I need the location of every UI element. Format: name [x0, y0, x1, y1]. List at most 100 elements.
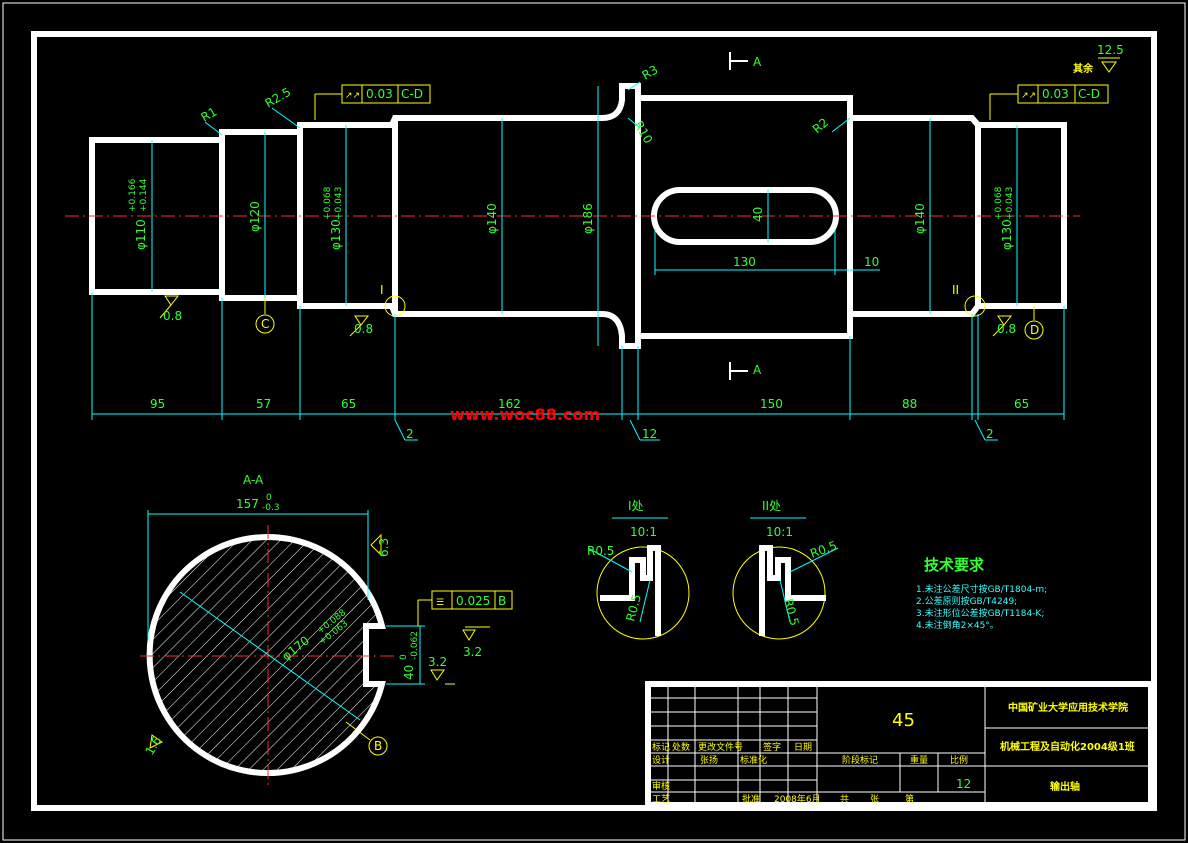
tb-h-label-1: 处数	[672, 741, 690, 753]
section-rough-bottom: 1.6	[142, 734, 164, 758]
detail-i-scale: 10:1	[630, 525, 657, 539]
tol-datum-right: C-D	[1078, 87, 1100, 101]
tech-req-title: 技术要求	[924, 556, 985, 574]
tb-stage-label: 阶段标记	[842, 754, 878, 766]
tb-sheet-label: 共	[840, 794, 849, 805]
section-marker-bottom	[729, 362, 748, 380]
length-dim-lines	[91, 292, 1065, 441]
dim-keyway-offset: 10	[864, 255, 879, 269]
tb-school: 中国矿业大学应用技术学院	[1008, 701, 1128, 714]
detail-ii-radius-b: R0.5	[781, 597, 802, 627]
dim-length-6: 88	[902, 397, 917, 411]
detail-i-radius-a: R0.5	[587, 544, 614, 558]
dim-length-2: 57	[256, 397, 271, 411]
tb-part-name: 输出轴	[1050, 780, 1080, 793]
section-title: A-A	[243, 473, 264, 487]
tb-h-label-3: 签字	[763, 741, 781, 753]
dim-dia-5: φ186	[581, 203, 595, 234]
detail-ii-scale: 10:1	[766, 525, 793, 539]
tb-sheet-of: 张	[870, 794, 879, 805]
detail-ii-view	[732, 545, 839, 640]
dim-dia-7: φ130	[1000, 219, 1014, 250]
tol-value-left: 0.03	[366, 87, 393, 101]
roughness-value-3: 0.8	[997, 322, 1016, 336]
datum-b: B	[374, 739, 382, 753]
tb-h-label-4: 日期	[794, 742, 812, 753]
detail-ii-radius-a: R0.5	[808, 538, 839, 561]
section-width: 157	[236, 497, 259, 511]
radius-r3: R3	[640, 62, 661, 82]
tb-weight-label: 重量	[910, 754, 928, 766]
detail-marker-i: I	[380, 283, 384, 297]
datum-c: C	[261, 317, 269, 331]
dim-dia-3-tol-up: +0.068	[323, 186, 333, 220]
tb-designer-label: 设计	[652, 754, 670, 766]
roughness-rest-label: 其余	[1073, 62, 1094, 75]
diameter-dim-lines	[151, 86, 1018, 346]
tol-symbol-section: ☰	[436, 598, 444, 608]
roughness-value-2: 0.8	[354, 322, 373, 336]
section-rough-mid: 3.2	[428, 655, 447, 669]
tolerance-frame-right	[989, 84, 1109, 120]
section-key-up: 0	[399, 654, 409, 660]
section-key-depth: 40	[402, 665, 416, 680]
tb-standard-label: 标准化	[740, 754, 767, 766]
dim-gap-2: 12	[642, 427, 657, 441]
section-view	[140, 525, 395, 785]
section-key-lo: -0.062	[410, 631, 420, 660]
tol-datum-left: C-D	[401, 87, 423, 101]
tol-symbol-right: ↗↗	[1021, 91, 1036, 101]
tolerance-frame-section	[417, 590, 513, 626]
tol-value-right: 0.03	[1042, 87, 1069, 101]
section-label-bottom: A	[753, 363, 762, 377]
frame-border	[31, 31, 1157, 811]
tech-req-item-1: 1.未注公差尺寸按GB/T1804-m;	[916, 583, 1047, 595]
tech-req-item-2: 2.公差原则按GB/T4249;	[916, 595, 1017, 607]
tb-designer-name: 张扬	[700, 754, 718, 766]
radius-r2-5: R2.5	[263, 85, 294, 111]
dim-length-5: 150	[760, 397, 783, 411]
roughness-symbols	[159, 57, 1120, 337]
tb-approve-label: 审核	[652, 780, 670, 792]
dim-keyway-width: 40	[751, 207, 765, 222]
dim-dia-2: φ120	[248, 201, 262, 232]
dim-length-3: 65	[341, 397, 356, 411]
section-width-lo: -0.3	[262, 503, 280, 513]
roughness-rest-value: 12.5	[1097, 43, 1124, 57]
title-block	[645, 681, 1154, 808]
radius-leaders	[204, 81, 851, 136]
detail-ii-title: II处	[762, 499, 781, 513]
tb-approve2-label: 批准	[742, 793, 760, 805]
detail-i-radius-b: R0.5	[623, 593, 644, 623]
tech-req-item-3: 3.未注形位公差按GB/T1184-K;	[916, 607, 1044, 619]
tol-datum-section: B	[498, 594, 506, 608]
section-label-top: A	[753, 55, 762, 69]
radius-r2: R2	[810, 115, 831, 136]
dim-dia-3-tol-lo: +0.043	[334, 187, 344, 220]
radius-r10: R10	[631, 119, 655, 146]
dim-gap-1: 2	[406, 427, 414, 441]
keyway-outline	[651, 187, 839, 245]
dim-length-1: 95	[150, 397, 165, 411]
section-rough-side: 3.2	[463, 645, 482, 659]
tol-value-section: 0.025	[456, 594, 490, 608]
dim-dia-4: φ140	[485, 203, 499, 234]
tb-craft-label: 工艺	[652, 794, 670, 805]
dim-keyway-length: 130	[733, 255, 756, 269]
detail-i-view	[587, 545, 690, 640]
tech-req-item-4: 4.未注倒角2×45°。	[916, 619, 999, 631]
dim-dia-7-tol-lo: +0.043	[1005, 187, 1015, 220]
dim-dia-1-tol-lo: +0.144	[139, 178, 149, 212]
tb-date: 2008年6月	[774, 793, 821, 805]
tb-class: 机械工程及自动化2004级1班	[1000, 740, 1135, 753]
roughness-value-1: 0.8	[163, 309, 182, 323]
tb-h-label-0: 标记	[652, 741, 670, 753]
watermark: www.woc88.com	[450, 405, 600, 424]
datum-d: D	[1030, 323, 1039, 337]
tb-h-label-2: 更改文件号	[698, 741, 743, 753]
section-dim-lines	[147, 510, 425, 721]
detail-marker-ii: II	[952, 283, 959, 297]
section-rough-top: 6.3	[377, 538, 391, 557]
